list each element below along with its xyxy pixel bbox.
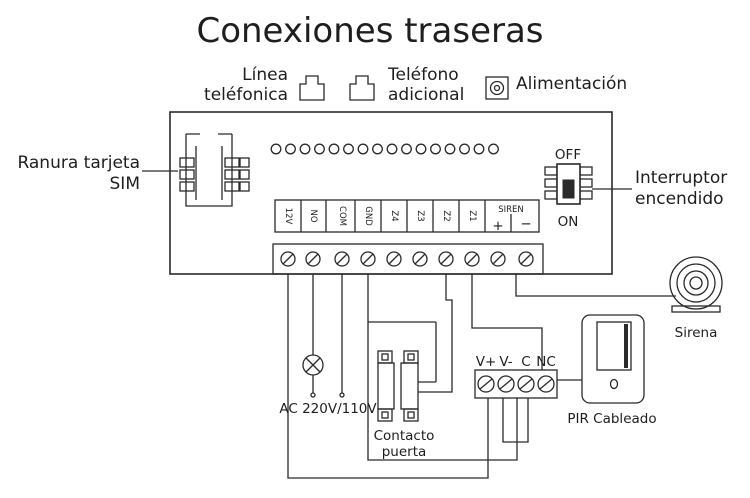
switch-on-label: ON — [558, 214, 579, 230]
door-contact-label-1: Contacto — [374, 428, 435, 444]
power-switch — [544, 163, 593, 205]
diagram-title: Conexiones traseras — [196, 11, 543, 51]
pir-terminal-screw — [477, 375, 495, 393]
control-panel — [169, 111, 613, 275]
led-indicator — [357, 143, 369, 155]
led-indicator — [473, 143, 485, 155]
phone-line-jack-icon — [299, 75, 325, 101]
pir-terminal-screw — [517, 375, 535, 393]
led-indicator — [488, 143, 499, 155]
terminal-screw — [464, 251, 480, 267]
power-label: Alimentación — [516, 74, 627, 94]
terminal-block — [272, 243, 544, 275]
terminal-label: GND — [363, 206, 373, 226]
lamp-icon — [302, 354, 345, 398]
extra-phone-label-1: Teléfono — [387, 65, 459, 85]
sim-label-1: Ranura tarjeta — [17, 153, 140, 173]
led-indicator — [328, 143, 340, 155]
terminal-label: 12V — [283, 208, 293, 225]
terminal-screw — [386, 251, 402, 267]
extra-phone-label-2: adicional — [388, 85, 464, 105]
switch-label-2: encendido — [635, 189, 724, 209]
led-indicator — [372, 143, 383, 155]
terminal-screw — [490, 251, 506, 267]
switch-lever — [562, 179, 575, 199]
led-indicator — [430, 143, 441, 155]
sim-label-2: SIM — [110, 174, 140, 194]
terminal-label: NO — [308, 209, 318, 222]
ac-power-label: AC 220V/110V — [279, 401, 377, 417]
terminal-screw — [412, 251, 428, 267]
terminal-screw — [305, 251, 321, 267]
led-indicator — [314, 143, 325, 155]
switch-label-1: Interruptor — [635, 168, 727, 188]
terminal-label: Z2 — [441, 210, 451, 221]
pir-terminal-screw — [537, 375, 555, 393]
led-indicator — [459, 143, 470, 155]
siren-minus-label: − — [520, 216, 531, 232]
terminal-screw — [360, 251, 376, 267]
pir-label: PIR Cableado — [567, 411, 656, 427]
led-indicator — [401, 143, 412, 155]
pir-terminal-label: C — [521, 354, 530, 370]
pir-terminal-block: V+V- C NC — [474, 354, 558, 399]
switch-off-label: OFF — [555, 147, 581, 163]
terminal-label-strip: 12V NO COM GND Z4 Z3 Z2 Z1 SIREN + − — [274, 199, 540, 234]
phone-line-label-1: Línea — [242, 65, 288, 85]
led-indicator — [270, 143, 282, 155]
power-jack-icon — [485, 76, 509, 100]
pir-sensor-icon — [581, 314, 645, 404]
pir-terminal-label: NC — [536, 354, 556, 370]
phone-line-label-2: teléfonica — [204, 85, 288, 105]
terminal-screw — [438, 251, 454, 267]
led-indicator — [415, 143, 427, 155]
extra-phone-jack-icon — [349, 75, 375, 101]
led-indicator — [343, 143, 354, 155]
led-indicator-row — [270, 143, 499, 155]
pir-terminal-label: V+ — [476, 354, 497, 370]
terminal-screw — [280, 251, 296, 267]
terminal-label: Z3 — [415, 210, 425, 221]
terminal-screw — [334, 251, 350, 267]
led-indicator — [386, 143, 398, 155]
wiring — [287, 274, 676, 479]
siren-label: Sirena — [675, 325, 718, 341]
door-contact-label-2: puerta — [382, 444, 427, 460]
terminal-label: Z1 — [467, 210, 477, 221]
siren-icon — [669, 256, 723, 313]
door-contact-icon — [377, 350, 419, 422]
terminal-screw — [518, 251, 534, 267]
led-indicator — [299, 143, 311, 155]
terminal-label: COM — [337, 206, 347, 226]
led-indicator — [444, 143, 456, 155]
sim-slot — [179, 133, 250, 207]
pir-terminal-label: V- — [499, 354, 512, 370]
led-indicator — [285, 143, 296, 155]
pir-terminal-screw — [497, 375, 515, 393]
terminal-label: SIREN — [498, 205, 524, 215]
terminal-label: Z4 — [389, 210, 399, 221]
siren-plus-label: + — [492, 218, 503, 234]
